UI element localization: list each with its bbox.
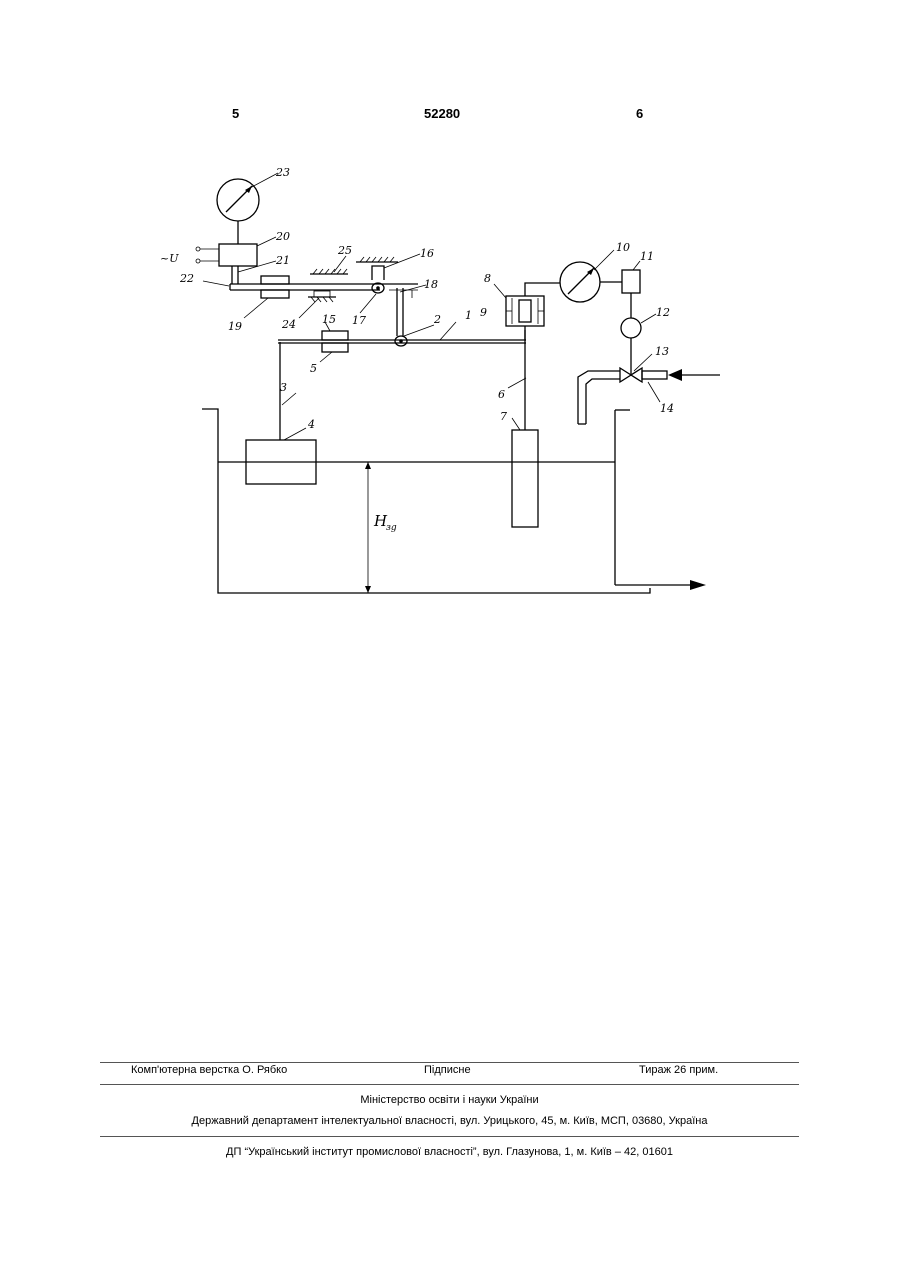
label-6: 6 xyxy=(498,388,505,401)
label-1: 1 xyxy=(465,309,472,322)
leader-lines xyxy=(203,173,660,440)
label-23: 23 xyxy=(275,166,290,179)
footer-rule-bottom xyxy=(100,1136,799,1137)
label-10: 10 xyxy=(616,241,630,254)
terminal-1 xyxy=(196,247,200,251)
terminal-2 xyxy=(196,259,200,263)
label-15: 15 xyxy=(322,313,336,326)
label-21: 21 xyxy=(275,254,290,267)
label-18: 18 xyxy=(424,278,438,291)
schematic-diagram: 23 20 21 22 ~U 25 16 18 19 24 17 15 2 1 … xyxy=(0,0,901,640)
sensor-element-9 xyxy=(519,300,531,322)
label-24: 24 xyxy=(281,318,296,331)
stop-24-pad xyxy=(314,291,330,297)
footer-circulation: Тираж 26 прим. xyxy=(639,1064,718,1076)
footer-institute: ДП “Український інститут промислової вла… xyxy=(100,1146,799,1158)
weight-21 xyxy=(261,276,289,284)
label-16: 16 xyxy=(420,247,434,260)
label-25: 25 xyxy=(337,244,352,257)
label-5: 5 xyxy=(310,362,317,375)
footer-compositor: Комп'ютерна верстка О. Рябко xyxy=(131,1064,287,1076)
hatching-24 xyxy=(311,297,333,302)
dimension-h-top-arrow-icon xyxy=(365,462,371,469)
label-17: 17 xyxy=(352,314,366,327)
footer-rule-top xyxy=(100,1062,799,1063)
hatching-25 xyxy=(313,269,347,274)
footer-rule-middle xyxy=(100,1084,799,1085)
label-20: 20 xyxy=(275,230,290,243)
line-to-gauge-10 xyxy=(525,283,560,296)
hatching-16 xyxy=(360,257,394,262)
dimension-h-bottom-arrow-icon xyxy=(365,586,371,593)
label-9: 9 xyxy=(480,306,487,319)
supply-arrow-icon xyxy=(668,369,682,381)
valve-13-right xyxy=(631,368,642,382)
actuator-12 xyxy=(621,318,641,338)
footer-department: Державний департамент інтелектуальної вл… xyxy=(100,1115,799,1127)
tank-left-wall-and-bottom xyxy=(202,409,650,593)
label-14: 14 xyxy=(660,402,674,415)
supply-pipe-14 xyxy=(642,371,667,379)
label-7: 7 xyxy=(500,410,507,423)
weight-5 xyxy=(322,343,348,352)
label-8: 8 xyxy=(484,272,491,285)
valve-13-left xyxy=(620,368,631,382)
pivot-2-center xyxy=(399,339,403,343)
controller-11 xyxy=(622,270,640,293)
label-19: 19 xyxy=(228,320,242,333)
label-22: 22 xyxy=(179,272,194,285)
pivot-17-center xyxy=(376,286,380,290)
drain-arrow-icon xyxy=(690,580,706,590)
label-4: 4 xyxy=(307,418,315,431)
weight-19 xyxy=(261,290,289,298)
footer-ministry: Міністерство освіти і науки України xyxy=(100,1094,799,1106)
weight-15 xyxy=(322,331,348,340)
transducer-20 xyxy=(219,244,257,266)
label-13: 13 xyxy=(655,345,669,358)
displacer-7 xyxy=(512,430,538,527)
label-h-subscript: зg xyxy=(386,523,397,533)
label-2: 2 xyxy=(433,313,441,326)
label-supply-u: ~U xyxy=(160,252,179,265)
label-11: 11 xyxy=(640,250,654,263)
label-12: 12 xyxy=(656,306,670,319)
support-16 xyxy=(372,266,384,280)
label-3: 3 xyxy=(280,381,287,394)
footer-signed: Підписне xyxy=(424,1064,471,1076)
